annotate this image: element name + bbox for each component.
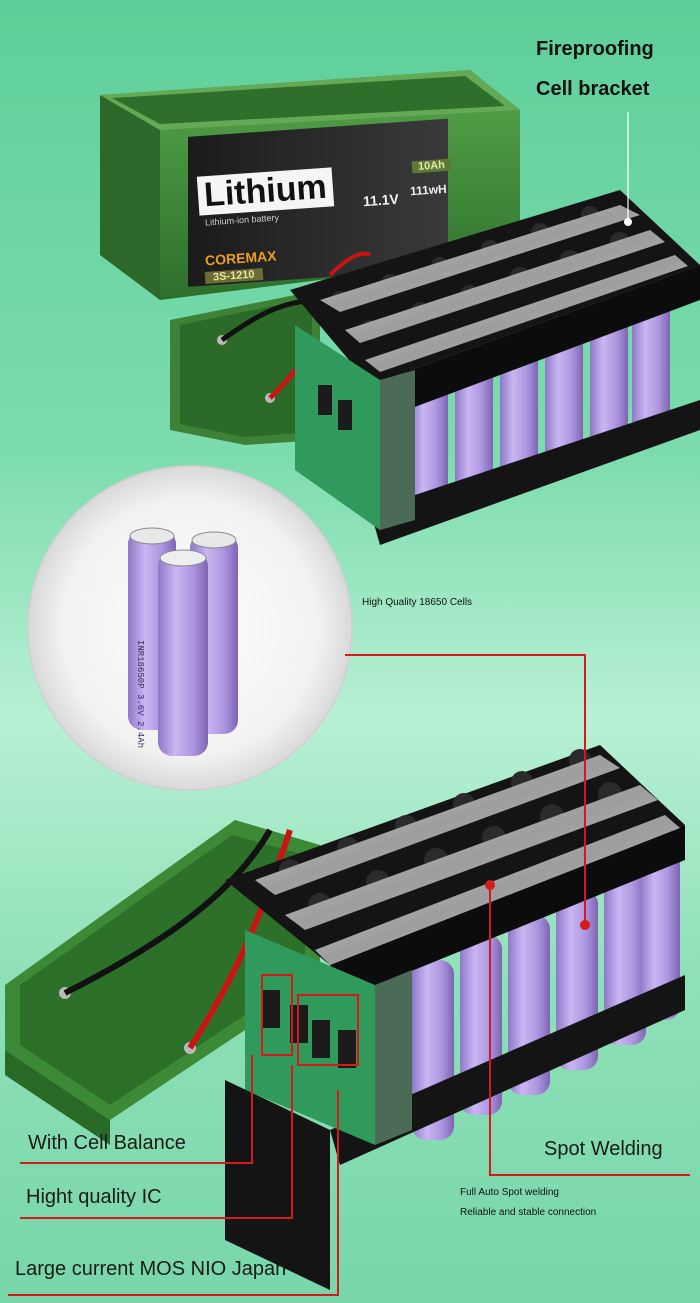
battery-pack-bottom — [225, 745, 685, 1290]
nickel-strips-top — [320, 205, 688, 372]
battery-pack-top — [290, 190, 700, 545]
cells-circle — [27, 465, 353, 791]
header-line-2: Cell bracket — [536, 78, 650, 100]
header-line-1: Fireproofing — [536, 38, 654, 60]
callout-lines — [8, 112, 690, 1296]
cell-print-text: INR18650P 3.6V 2.4Ah — [135, 640, 145, 749]
callout-welding-note-1: Full Auto Spot welding — [460, 1187, 559, 1198]
callout-cells: High Quality 18650 Cells — [362, 597, 473, 608]
callout-mos: Large current MOS NIO Japan — [15, 1258, 287, 1280]
nickel-strips-bottom — [255, 755, 680, 965]
callout-balance: With Cell Balance — [28, 1132, 186, 1154]
cell-group — [128, 527, 238, 756]
label-energy: 111wH — [409, 181, 448, 199]
callout-welding: Spot Welding — [544, 1138, 663, 1160]
label-voltage: 11.1V — [362, 190, 400, 210]
battery-lid-bottom — [5, 820, 320, 1145]
callout-welding-note-2: Reliable and stable connection — [460, 1207, 597, 1218]
cells-top — [410, 300, 670, 515]
callout-ic: Hight quality IC — [26, 1186, 162, 1208]
